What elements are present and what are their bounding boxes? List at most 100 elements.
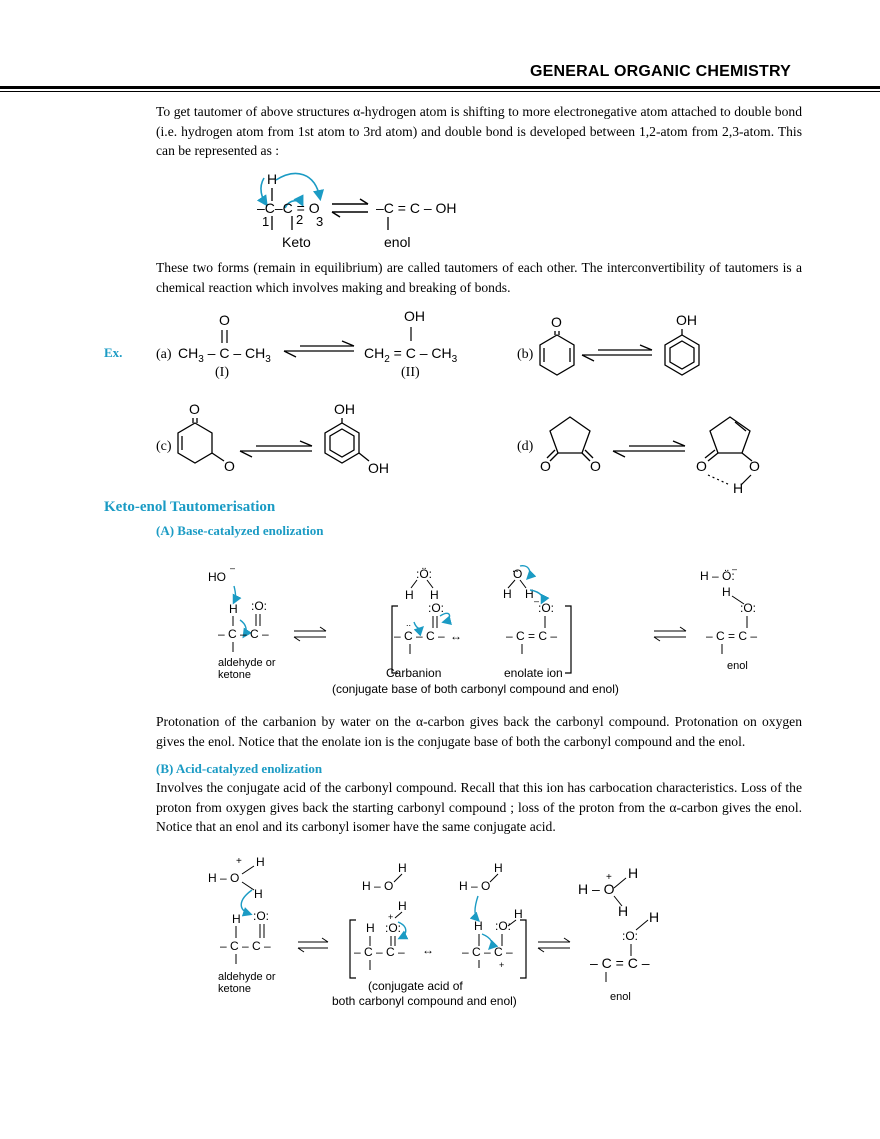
svg-text:H: H: [405, 588, 414, 602]
base-carbanion-chain: – C – C –: [394, 629, 445, 643]
example-a-enol: CH2 = C – CH3: [364, 345, 458, 365]
example-d-o-right-2: O: [749, 458, 760, 474]
svg-text:H: H: [474, 919, 483, 933]
acid-aldehyde-label-1: aldehyde or: [218, 971, 276, 983]
keto-label: Keto: [282, 234, 311, 250]
base-aldehyde-label-1: aldehyde or: [218, 657, 276, 669]
header-rule-thick: [0, 86, 880, 89]
svg-text:–: –: [534, 596, 539, 606]
svg-text:+: +: [388, 912, 393, 922]
base-conjugate-base-note: (conjugate base of both carbonyl compoun…: [332, 682, 619, 696]
base-catalyzed-scheme: HO – H :O: – C – C – aldehyde or ketone …: [208, 561, 757, 696]
svg-text:H: H: [398, 861, 407, 875]
subsection-title-acid: (B) Acid-catalyzed enolization: [156, 761, 323, 776]
atom-number-3: 3: [316, 214, 323, 229]
example-d-o-right: O: [590, 458, 601, 474]
example-a-carbonyl-o: O: [219, 312, 230, 328]
svg-text:H: H: [628, 865, 638, 881]
acid-conj-acid-note-1: (conjugate acid of: [368, 979, 463, 993]
example-a-tag: (a): [156, 347, 172, 362]
svg-text:H: H: [232, 912, 241, 926]
acid-reactant-chain: – C – C –: [220, 939, 271, 953]
acid-conj-acid-note-2: both carbonyl compound and enol): [332, 994, 517, 1008]
subsection-title-base: (A) Base-catalyzed enolization: [156, 523, 324, 538]
svg-text:H: H: [254, 887, 263, 901]
example-b-oh: OH: [676, 312, 697, 328]
paragraph-tautomers-equilibrium: These two forms (remain in equilibrium) …: [156, 260, 802, 295]
base-alpha-h: H: [229, 602, 238, 616]
base-water-o-2: O: [513, 567, 522, 581]
paragraph-tautomer-shift: To get tautomer of above structures α-hy…: [156, 104, 802, 158]
svg-text:H: H: [618, 903, 628, 919]
svg-text::O:: :O:: [740, 601, 756, 615]
example-label: Ex.: [104, 345, 123, 360]
base-enolate-chain: – C = C –: [506, 629, 557, 643]
acid-water-1: H – O: [362, 879, 393, 893]
example-c-tag: (c): [156, 439, 172, 454]
base-carbonyl-o: :O:: [251, 599, 267, 613]
keto-chain: –C–C = O: [257, 200, 320, 216]
example-a-roman-2: (II): [401, 365, 420, 380]
svg-text:..: ..: [406, 618, 411, 628]
curved-arrow-h-to-o: [275, 172, 324, 202]
paragraph-protonation: Protonation of the carbanion by water on…: [156, 714, 802, 749]
acid-oxonium-chain: – C – C –: [354, 945, 405, 959]
alpha-hydrogen: H: [267, 171, 277, 187]
svg-text:H: H: [503, 587, 512, 601]
base-aldehyde-label-2: ketone: [218, 669, 251, 681]
acid-catalyzed-scheme: + H H – O H H :O: – C – C – aldehyde or …: [208, 855, 659, 1008]
example-a-acetone: CH3 – C – CH3: [178, 345, 271, 365]
keto-enol-scheme: H –C–C = O 1 2 3 –C = C – OH Keto enol: [256, 171, 457, 250]
svg-text::O:: :O:: [428, 601, 444, 615]
base-enol-label: enol: [727, 660, 748, 672]
svg-text::O:: :O:: [253, 909, 269, 923]
base-hydroxide: HO: [208, 570, 226, 584]
page-header-title: GENERAL ORGANIC CHEMISTRY: [530, 63, 792, 80]
enol-label: enol: [384, 234, 410, 250]
tautomer-examples: (a) O CH3 – C – CH3 (I) OH CH2 = C – CH3…: [156, 308, 760, 496]
svg-text:H: H: [256, 855, 265, 869]
svg-text:H: H: [649, 909, 659, 925]
example-c-oh-top: OH: [334, 401, 355, 417]
paragraph-acid-enolization: Involves the conjugate acid of the carbo…: [156, 780, 802, 834]
example-d-o-left: O: [540, 458, 551, 474]
svg-text:–: –: [732, 564, 737, 574]
base-reactant-chain: – C – C –: [218, 627, 269, 641]
acid-product-hydronium: H – O: [578, 881, 615, 897]
svg-text:+: +: [236, 856, 242, 867]
acid-aldehyde-label-2: ketone: [218, 983, 251, 995]
acid-carbocation-chain: – C – C –: [462, 945, 513, 959]
svg-text::O:: :O:: [495, 919, 511, 933]
curved-arrow-h-shift: [256, 177, 268, 207]
atom-number-2: 2: [296, 212, 303, 227]
example-d-tag: (d): [517, 439, 534, 454]
base-carbanion-label: Carbanion: [386, 666, 441, 680]
header-rule-thin: [0, 91, 880, 92]
acid-hydronium: H – O: [208, 871, 239, 885]
base-enolate-label: enolate ion: [504, 666, 563, 680]
svg-text:–: –: [230, 563, 235, 573]
svg-text::O:: :O:: [385, 921, 401, 935]
example-c-o-bottom: O: [224, 458, 235, 474]
svg-text:↔: ↔: [450, 629, 462, 643]
example-c-o-top: O: [189, 401, 200, 417]
svg-text:H: H: [722, 585, 731, 599]
svg-text:+: +: [499, 960, 504, 970]
svg-text:H: H: [494, 861, 503, 875]
example-a-oh: OH: [404, 308, 425, 324]
acid-water-2: H – O: [459, 879, 490, 893]
example-d-o-left-2: O: [696, 458, 707, 474]
svg-text:H: H: [514, 907, 523, 921]
base-water-o: :Ö:: [416, 567, 432, 581]
svg-text:H: H: [398, 899, 407, 913]
example-b-o: O: [551, 314, 562, 330]
svg-text:..: ..: [512, 561, 519, 575]
section-title-keto-enol: Keto-enol Tautomerisation: [104, 499, 276, 515]
example-a-roman-1: (I): [215, 365, 229, 380]
svg-text:↔: ↔: [422, 943, 434, 957]
svg-text::O:: :O:: [622, 929, 638, 943]
base-enol-chain: – C = C –: [706, 629, 757, 643]
svg-text:H: H: [430, 588, 439, 602]
base-product-water: H – Ö:: [700, 569, 735, 583]
example-b-tag: (b): [517, 347, 534, 362]
